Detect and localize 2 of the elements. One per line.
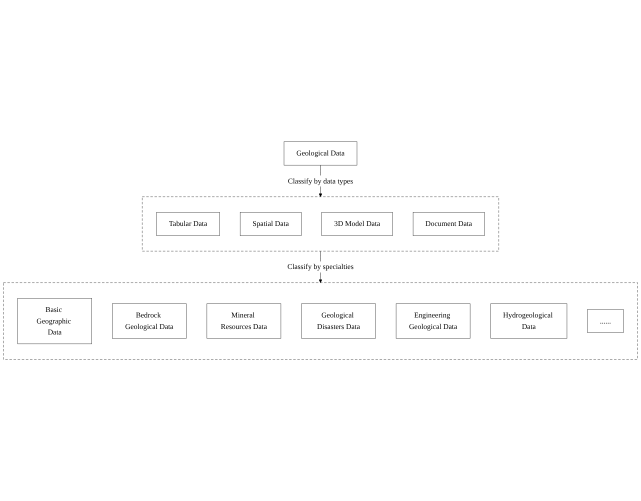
cluster — [3, 282, 638, 360]
cluster — [142, 196, 500, 252]
